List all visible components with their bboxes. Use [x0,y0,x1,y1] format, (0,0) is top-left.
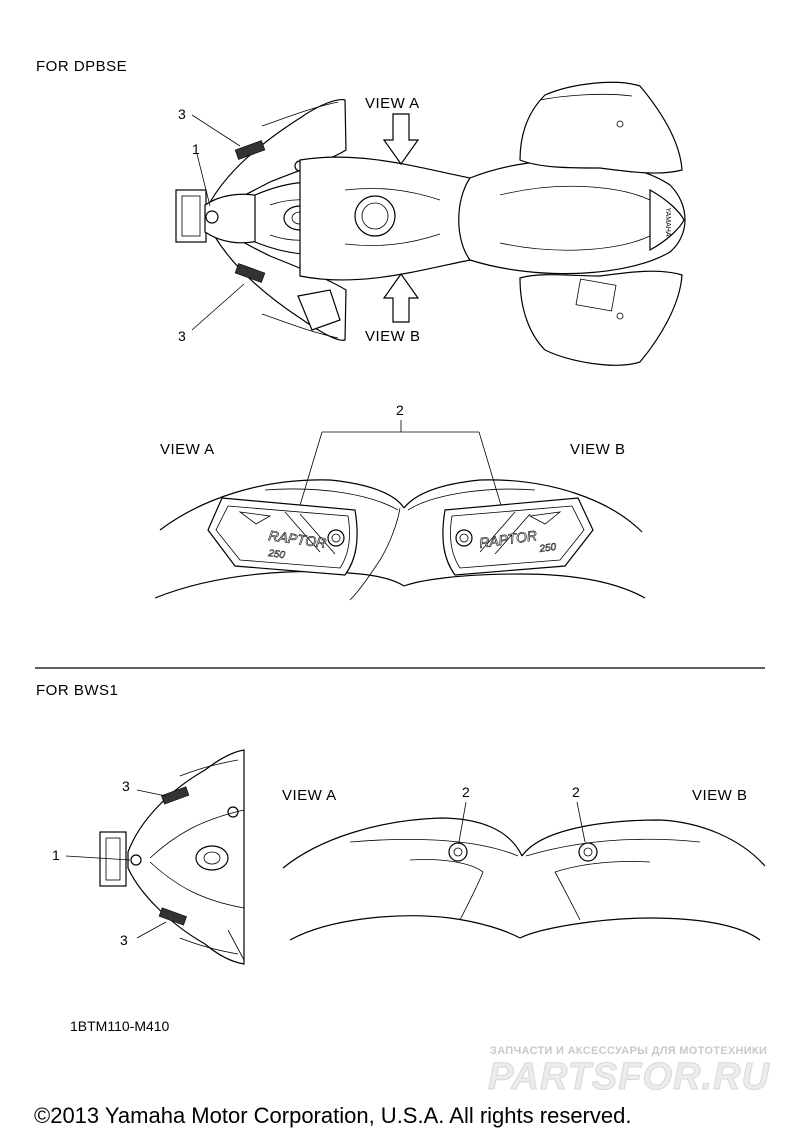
callout-3-upper-bws: 3 [122,778,130,794]
callout-2-middle: 2 [396,402,404,418]
view-decals: RAPTOR 250 RAPTOR 250 [154,420,646,601]
view-a-label-middle: VIEW A [160,441,215,458]
part-code: 1BTM110-M410 [70,1018,170,1034]
callout-3-lower-bws: 3 [120,932,128,948]
callout-2-right-bws: 2 [572,784,580,800]
view-a-arrow [382,113,420,166]
headlight-box [175,189,207,243]
section-label-bws1: FOR BWS1 [36,682,119,699]
callout-1: 1 [192,141,200,157]
view-b-arrow [382,272,420,323]
callout-1-bws: 1 [52,847,60,863]
copyright-notice: ©2013 Yamaha Motor Corporation, U.S.A. A… [34,1103,632,1128]
atv-top-view: YAMAHA [175,81,686,366]
bws-side-views [282,801,766,941]
displacement-text-left: 250 [267,548,286,561]
callout-2-left-bws: 2 [462,784,470,800]
view-b-label-middle: VIEW B [570,441,626,458]
watermark-site: PARTSFOR.RU [488,1056,770,1099]
section-label-dpbse: FOR DPBSE [36,58,128,75]
view-b-label-bws: VIEW B [692,787,748,804]
bws-front-view [65,749,245,965]
callout-3-upper: 3 [178,106,186,122]
watermark-tagline: ЗАПЧАСТИ И АКСЕССУАРЫ ДЛЯ МОТОТЕХНИКИ [490,1045,768,1057]
callout-3-lower: 3 [178,328,186,344]
svg-text:YAMAHA: YAMAHA [664,207,671,236]
displacement-text-right: 250 [538,542,557,555]
view-b-label-top: VIEW B [365,328,421,345]
view-a-label-bws: VIEW A [282,787,337,804]
view-a-label-top: VIEW A [365,95,420,112]
